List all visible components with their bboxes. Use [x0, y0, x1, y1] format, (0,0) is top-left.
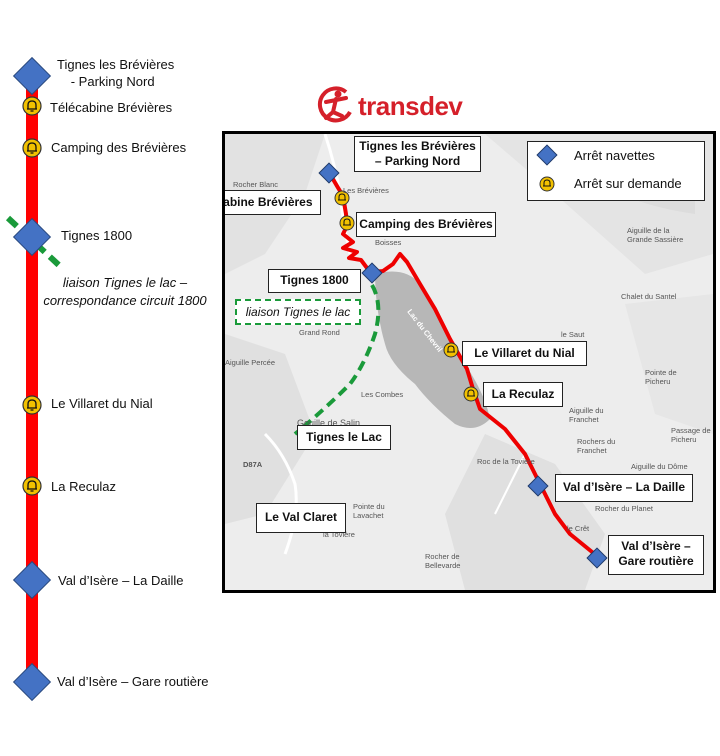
- place-line2: Picheru: [671, 435, 697, 444]
- liaison-tignes-le-lac-box: liaison Tignes le lac: [235, 299, 361, 325]
- place-line1: Rocher de: [425, 552, 460, 561]
- place-les-breveres: Les Brévières: [343, 186, 389, 195]
- place-line1: Aiguille du: [569, 406, 604, 415]
- stop-label-reculaz: La Reculaz: [51, 479, 117, 494]
- legend-diamond-label: Arrêt navettes: [574, 148, 655, 163]
- map-box-breveres-parking: Tignes les Brévières – Parking Nord: [354, 136, 481, 172]
- stop-label-line1: Tignes les Brévières: [57, 57, 175, 72]
- place-line1: Pointe du: [353, 502, 385, 511]
- map-box-tignes-le-lac: Tignes le Lac: [297, 425, 391, 450]
- map-box-gare-routiere: Val d’Isère – Gare routière: [608, 535, 704, 575]
- place-les-combes: Les Combes: [361, 390, 404, 399]
- legend-on-demand-label: Arrêt sur demande: [574, 176, 682, 191]
- route-map: Arrêt navettes Arrêt sur demande Rocher …: [222, 131, 716, 593]
- lake-shape: [375, 271, 490, 428]
- route-line-diagram: [5, 56, 65, 702]
- map-box-la-daille: Val d’Isère – La Daille: [555, 474, 693, 502]
- on-demand-bell-icon[interactable]: [22, 96, 42, 116]
- place-rochers-du-franchet: Rochers du Franchet: [577, 437, 615, 455]
- place-roc-de-la-toviere: Roc de la Tovière: [477, 457, 535, 466]
- place-passage-de-picheru: Passage de Picheru: [671, 426, 711, 444]
- map-diamond-breveres-parking: [318, 162, 340, 184]
- map-box-villaret: Le Villaret du Nial: [462, 341, 587, 366]
- place-la-toviere: la Tovière: [323, 530, 355, 539]
- road-d87a: D87A: [243, 460, 263, 469]
- on-demand-bell-icon[interactable]: [22, 395, 42, 415]
- place-line2: Grande Sassière: [627, 235, 684, 244]
- place-line1: Passage de: [671, 426, 711, 435]
- legend-diamond-icon: [536, 144, 558, 166]
- place-rocher-du-planet: Rocher du Planet: [595, 504, 653, 513]
- place-le-cret: le Crêt: [567, 524, 590, 533]
- legend-icons: [536, 144, 558, 192]
- stop-diamond-tignes-1800[interactable]: [12, 217, 52, 257]
- place-chalet-du-santel: Chalet du Santel: [621, 292, 677, 301]
- map-diamond-la-daille: [527, 475, 549, 497]
- map-box-reculaz: La Reculaz: [483, 382, 563, 407]
- liaison-note-line2: correspondance circuit 1800: [43, 293, 207, 308]
- on-demand-bell-icon[interactable]: [22, 476, 42, 496]
- box-line2: – Parking Nord: [374, 154, 461, 168]
- stop-diamond-breveres-parking[interactable]: [12, 56, 52, 96]
- box-line2: Gare routière: [618, 554, 694, 568]
- on-demand-bell-icon[interactable]: [22, 138, 42, 158]
- place-rocher-blanc: Rocher Blanc: [233, 180, 279, 189]
- stop-label-gare-routiere: Val d’Isère – Gare routière: [57, 674, 209, 689]
- place-boisses: Boisses: [375, 238, 402, 247]
- place-pointe-de-picheru: Pointe de Picheru: [645, 368, 677, 386]
- place-line2: Lavachet: [353, 511, 384, 520]
- stop-label-villaret: Le Villaret du Nial: [51, 396, 153, 411]
- liaison-note-line1: liaison Tignes le lac –: [62, 275, 188, 290]
- stop-label-breveres-parking: Tignes les Brévières - Parking Nord: [57, 56, 174, 90]
- place-aiguille-du-franchet: Aiguille du Franchet: [569, 406, 604, 424]
- place-rocher-de-bellevarde: Rocher de Bellevarde: [425, 552, 460, 570]
- map-box-telecabine: Télécabine Brévières: [225, 190, 321, 215]
- map-box-camping: Camping des Brévières: [356, 212, 496, 237]
- place-line1: Aiguille de la: [627, 226, 670, 235]
- place-gouille-de-salin: Gouille de Salin: [297, 418, 361, 428]
- transdev-logo-text: transdev: [358, 91, 463, 121]
- stop-label-camping: Camping des Brévières: [51, 140, 187, 155]
- place-le-saut: le Saut: [561, 330, 585, 339]
- map-box-val-claret: Le Val Claret: [256, 503, 346, 533]
- stop-label-telecabine: Télécabine Brévières: [50, 100, 173, 115]
- legend-bell-icon: [539, 176, 555, 192]
- map-diamond-gare-routiere: [586, 547, 608, 569]
- map-legend: Arrêt navettes Arrêt sur demande: [527, 141, 705, 201]
- place-grand-rond: Grand Rond: [299, 328, 340, 337]
- stop-diamond-gare-routiere[interactable]: [12, 662, 52, 702]
- stop-label-line2: - Parking Nord: [70, 74, 155, 89]
- place-aiguille-du-dome: Aiguille du Dôme: [631, 462, 688, 471]
- stop-diamond-la-daille[interactable]: [12, 560, 52, 600]
- place-aiguille-grande-sassiere: Aiguille de la Grande Sassière: [627, 226, 683, 244]
- place-line2: Franchet: [577, 446, 607, 455]
- map-diamond-tignes-1800: [361, 262, 383, 284]
- place-line2: Franchet: [569, 415, 599, 424]
- place-line1: Rochers du: [577, 437, 616, 446]
- liaison-dashed-line: [5, 215, 65, 271]
- place-aiguille-percee: Aiguille Percée: [225, 358, 276, 367]
- map-box-tignes-1800: Tignes 1800: [268, 269, 361, 293]
- place-pointe-du-lavachet: Pointe du Lavachet: [353, 502, 385, 520]
- place-line1: Pointe de: [645, 368, 677, 377]
- place-line2: Bellevarde: [425, 561, 461, 570]
- box-line1: Tignes les Brévières: [359, 139, 476, 153]
- box-line1: Val d’Isère –: [621, 539, 691, 553]
- stop-label-la-daille: Val d’Isère – La Daille: [58, 573, 184, 588]
- liaison-note: liaison Tignes le lac – correspondance c…: [30, 274, 220, 310]
- stop-label-tignes-1800: Tignes 1800: [61, 228, 133, 243]
- transdev-logo-icon: [317, 86, 352, 123]
- place-line2: Picheru: [645, 377, 671, 386]
